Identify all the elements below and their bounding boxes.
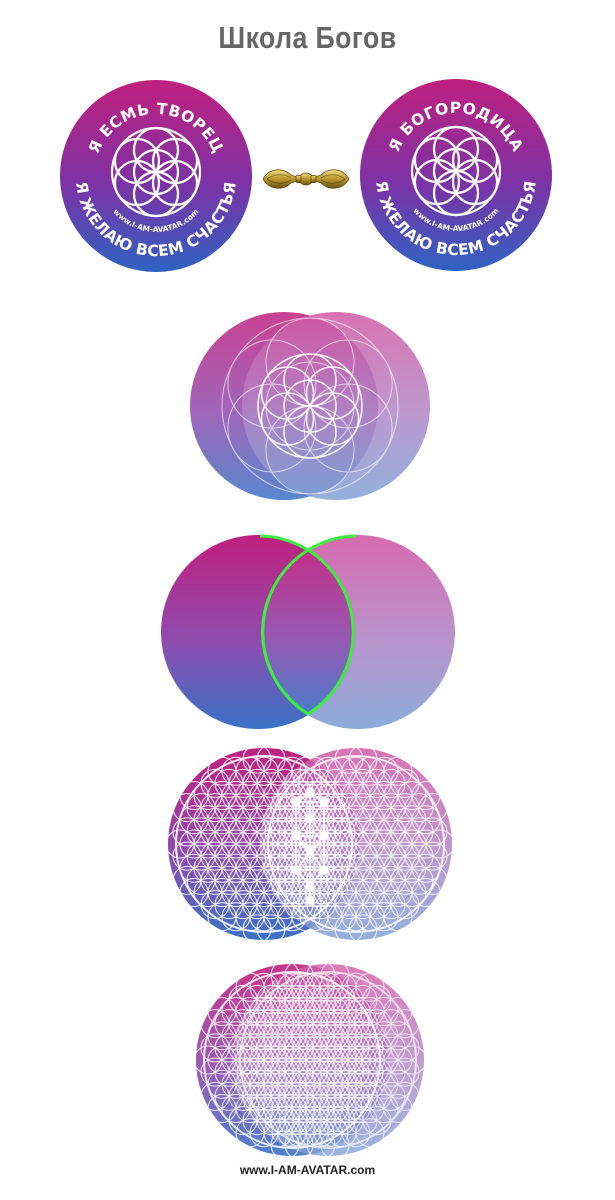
flower-of-life-icon: [168, 748, 360, 940]
vesica-piscis-diagram: [161, 534, 455, 729]
overlapping-flowers-diagram: [196, 964, 424, 1156]
badge-mother-of-god: Я БОГОРОДИЦА Я ЖЕЛАЮ ВСЕМ СЧАСТЬЯ www.I-…: [360, 79, 552, 271]
flowers-with-tree-of-life-diagram: [168, 748, 452, 940]
footer-url: www.I-AM-AVATAR.com: [239, 1163, 376, 1177]
badge-creator: Я ЕСМЬ ТВОРЕЦ Я ЖЕЛАЮ ВСЕМ СЧАСТЬЯ www.I…: [60, 80, 252, 272]
seed-of-life-icon: [410, 125, 502, 217]
seed-of-life-icon: [110, 126, 202, 218]
vesica-highlight-outline: [261, 548, 355, 716]
flower-of-life-icon: [196, 964, 388, 1156]
vajra-icon: [262, 169, 350, 189]
tree-of-life-icon: [291, 787, 329, 905]
vesica-seed-of-life-diagram: [190, 312, 430, 500]
page-title: Школа Богов: [218, 20, 397, 55]
seed-of-life-icon: [221, 317, 399, 495]
flower-of-life-icon: [232, 964, 424, 1156]
